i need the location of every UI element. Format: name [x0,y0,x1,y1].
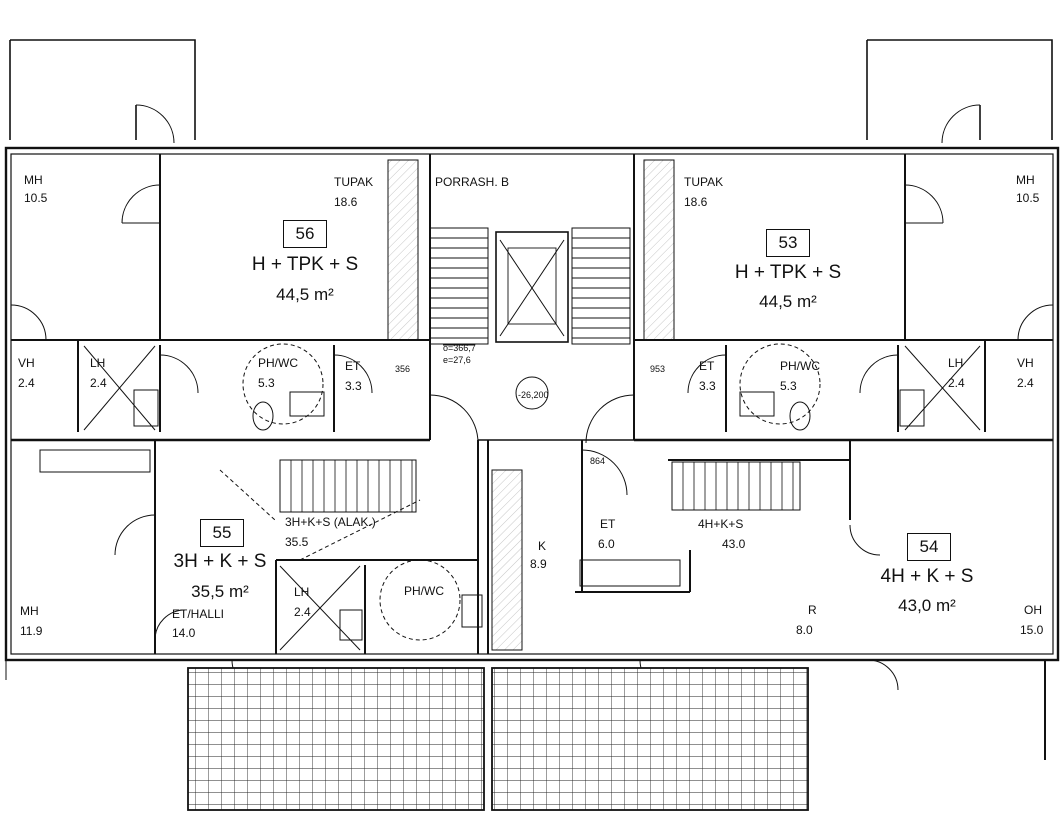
room-area: 2.4 [1017,376,1034,390]
room-area: 2.4 [90,376,107,390]
room-area: 2.4 [18,376,35,390]
room-area: 15.0 [1020,623,1044,637]
room-area: 8.0 [796,623,813,637]
room-area: 14.0 [172,626,196,640]
room-area: 18.6 [334,195,358,209]
room-area: 11.9 [20,624,43,638]
balcony-top-left [9,39,196,144]
dimension-mark: 953 [650,364,666,374]
room-name: ET [699,359,715,373]
kitchen-strips [39,159,681,651]
stair-steps [430,237,630,339]
room-name: PH/WC [780,359,820,373]
bathroom-fixtures [83,343,981,651]
lower-stair-steps [290,460,794,512]
room-name: ET/HALLI [172,607,225,621]
apartment-type-54: 4H + K + S [880,566,974,587]
room-area: 35.5 [285,535,309,549]
dimension-mark: 864 [590,456,606,466]
room-name: VH [18,356,35,370]
apartment-type-56: H + TPK + S [251,254,359,275]
room-area: 3.3 [699,379,716,393]
room-area: 5.3 [258,376,275,390]
room-name: LH [948,356,964,370]
apartment-number-54: 54 [907,533,951,561]
apartment-area-53: 44,5 m² [759,292,817,311]
stairwell-label: PORRASH. B [435,175,510,189]
room-name: ET [345,359,361,373]
room-area: 43.0 [722,537,746,551]
room-area: 2.4 [294,605,311,619]
floor-level-mark: o=366,7 [443,343,476,353]
door-swings [10,184,1054,691]
apartment-area-55: 35,5 m² [191,582,249,601]
room-area: 10.5 [1016,191,1040,205]
balcony-bottom [187,667,809,811]
room-name: LH [90,356,106,370]
room-area: 18.6 [684,195,708,209]
dimension-mark: 356 [395,364,411,374]
apartment-area-56: 44,5 m² [276,285,334,304]
apartment-number-56: 56 [283,220,327,248]
room-name: MH [1016,173,1035,187]
interior-walls [11,154,1053,654]
room-area: 6.0 [598,537,615,551]
apartment-type-55: 3H + K + S [173,551,267,572]
room-name: TUPAK [684,175,724,189]
room-area: 10.5 [24,191,48,205]
internal-stairs [219,459,801,561]
room-name: OH [1024,603,1042,617]
apartment-number-53: 53 [766,229,810,257]
room-name: MH [24,173,43,187]
room-name: PH/WC [404,584,444,598]
room-area: 2.4 [948,376,965,390]
apartment-number-55: 55 [200,519,244,547]
room-name: K [538,539,547,553]
room-area: 3.3 [345,379,362,393]
room-name: R [808,603,817,617]
apartment-area-54: 43,0 m² [898,596,956,615]
room-name: MH [20,604,39,618]
room-name: PH/WC [258,356,298,370]
room-name: 4H+K+S [698,517,744,531]
apartment-type-53: H + TPK + S [734,262,842,283]
balcony-top-right [866,39,1053,144]
room-name: ET [600,517,616,531]
room-name: VH [1017,356,1034,370]
outer-walls [4,146,1060,760]
room-name: 3H+K+S (ALAK.) [285,515,376,529]
room-area: 8.9 [530,557,547,571]
elevation-mark: e=27,6 [443,355,471,365]
staircase [429,227,635,444]
room-name: LH [294,585,310,599]
room-area: 5.3 [780,379,797,393]
level-mark: -26,200 [518,390,549,400]
room-name: TUPAK [334,175,374,189]
